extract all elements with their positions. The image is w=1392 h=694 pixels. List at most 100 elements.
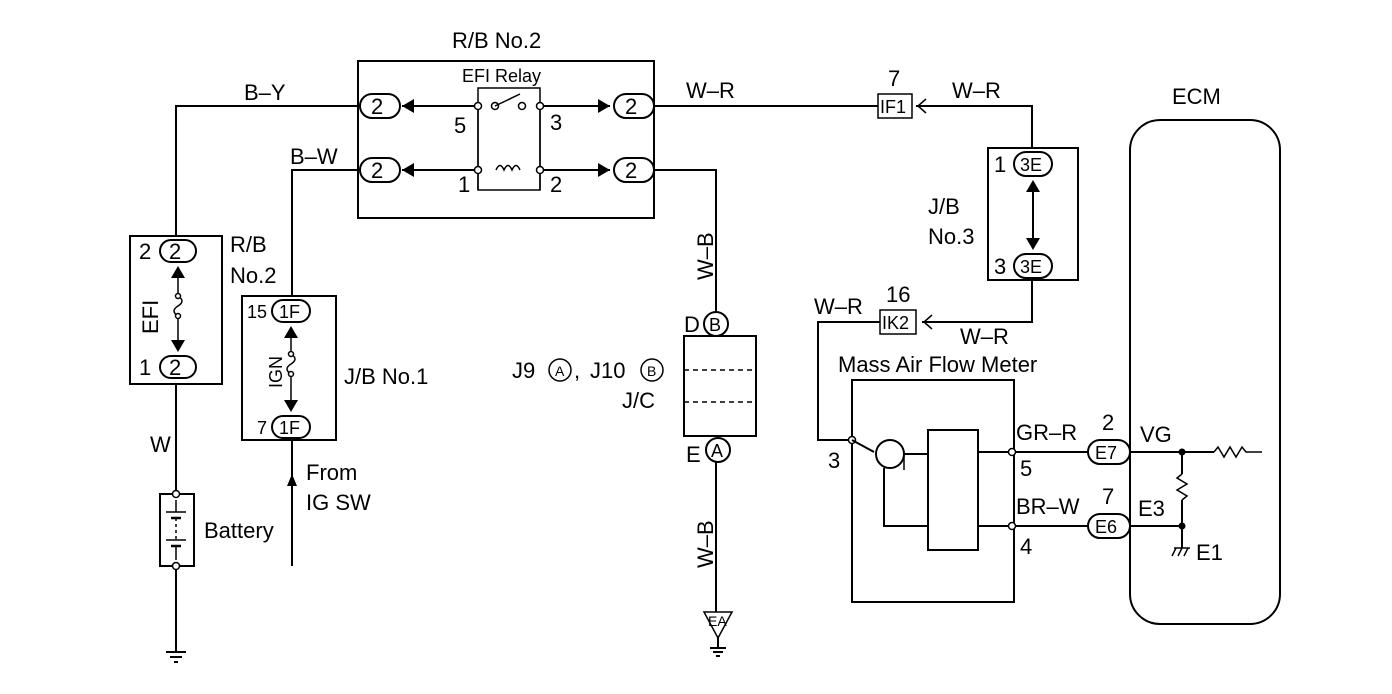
arrow-up-icon (284, 326, 298, 338)
ecm-vg-label: VG (1140, 422, 1172, 447)
svg-text:3E: 3E (1020, 257, 1042, 277)
if1-pin: 7 (888, 66, 900, 91)
rb2-box-title: R/B No.2 (452, 28, 541, 53)
arrow-up-icon (1026, 180, 1040, 192)
jc-j9: J9 (512, 358, 535, 383)
svg-text:2: 2 (625, 158, 637, 183)
arrow-up-icon (287, 474, 297, 486)
wire-label-w-r-if1: W–R (952, 78, 1001, 103)
jc-conn-bottom: A (711, 441, 723, 461)
connector-pill: 2 (159, 355, 197, 380)
jb3-label-2: No.3 (928, 224, 974, 249)
connector-pill: 2 (613, 157, 655, 183)
jb3-block: 3E 3E 1 3 J/B No.3 (928, 147, 1079, 281)
battery-icon (166, 500, 186, 560)
battery: Battery (159, 489, 274, 571)
svg-text:,: , (574, 358, 580, 383)
jc-conn-top: B (709, 315, 721, 335)
arrow-down-icon (1026, 238, 1040, 250)
svg-text:2: 2 (371, 94, 383, 119)
wire-label-w: W (150, 432, 171, 457)
junction-connector: B D A E J9 A , J10 B J/C (512, 311, 757, 467)
efi-fuse-name: EFI (138, 300, 163, 334)
relay-coil-icon (495, 164, 521, 172)
resistor-icon (1175, 473, 1189, 501)
arrow-right-icon (598, 163, 610, 177)
wire-label-b-w: B–W (290, 144, 338, 169)
jc-pin-top: D (684, 312, 700, 337)
ecm-e6: E6 (1095, 517, 1117, 537)
wire-label-w-b: W–B (693, 232, 718, 280)
wire-label-gr-r: GR–R (1016, 420, 1077, 445)
jb1-label: J/B No.1 (344, 364, 428, 389)
fuse-icon (286, 338, 296, 400)
ecm-e1-label: E1 (1196, 540, 1223, 565)
ecm: ECM E7 E6 2 7 VG E3 E1 (1087, 84, 1281, 625)
maf-title: Mass Air Flow Meter (838, 352, 1037, 377)
ecm-e6-pin: 7 (1102, 484, 1114, 509)
chassis-ground-icon (1171, 547, 1190, 557)
wire-label-b-y: B–Y (244, 80, 286, 105)
chevron-left-icon (922, 314, 933, 330)
ecm-e7-pin: 2 (1102, 410, 1114, 435)
ign-pin-bottom: 7 (257, 418, 267, 438)
resistor-icon (1213, 445, 1262, 459)
svg-text:2: 2 (371, 158, 383, 183)
connector-pill: 1F (271, 299, 311, 323)
relay-pin-2: 2 (550, 172, 562, 197)
jc-label: J/C (622, 388, 655, 413)
ik2-pin: 16 (886, 282, 910, 307)
efi-rb-label-2: No.2 (230, 263, 276, 288)
ecm-title: ECM (1172, 84, 1221, 109)
ground-ea-label: EA (708, 613, 727, 629)
connector-pill: 2 (159, 239, 197, 264)
ground-ea-icon: EA (702, 611, 734, 657)
jb3-label: J/B (928, 194, 960, 219)
ig-sw-label: IG SW (306, 490, 371, 515)
connector-pill: 3E (1013, 253, 1053, 279)
connector-if1: IF1 7 (877, 66, 927, 119)
svg-text:2: 2 (169, 355, 181, 380)
efi-pin-top: 2 (139, 239, 151, 264)
ground-icon (166, 651, 186, 663)
arrow-up-icon (171, 266, 185, 278)
ik2-code: IK2 (882, 313, 909, 333)
efi-pin-bottom: 1 (139, 355, 151, 380)
from-ig-sw: From IG SW (287, 460, 371, 515)
jc-pin-bottom: E (686, 442, 701, 467)
arrow-left-icon (402, 163, 414, 177)
jb3-pin-bottom: 3 (994, 254, 1006, 279)
efi-rb-label: R/B (230, 232, 267, 257)
rb2-relay-box: R/B No.2 EFI Relay 2 (357, 28, 655, 219)
connector-pill: E7 (1087, 439, 1131, 465)
connector-pill: 3E (1013, 151, 1053, 177)
efi-relay-title: EFI Relay (462, 66, 541, 86)
maf-pin-5: 5 (1020, 456, 1032, 481)
efi-fuse-block: 2 2 2 1 EFI R/B No.2 (129, 232, 276, 385)
wire-label-w-r-ik2-left: W–R (814, 294, 863, 319)
connector-pill: E6 (1087, 513, 1131, 539)
jc-j10-conn: B (647, 363, 656, 379)
wire-label-w-b-lower: W–B (693, 520, 718, 568)
wiring-lines (175, 105, 1088, 652)
connector-pill: 2 (613, 93, 655, 119)
svg-text:2: 2 (625, 94, 637, 119)
svg-text:2: 2 (169, 239, 181, 264)
jb3-pin-top: 1 (994, 152, 1006, 177)
connector-ik2: IK2 16 (879, 282, 933, 335)
battery-label: Battery (204, 518, 274, 543)
fuse-icon (173, 278, 183, 340)
mass-air-flow-meter: Mass Air Flow Meter 3 5 4 (828, 352, 1037, 603)
svg-text:3E: 3E (1020, 155, 1042, 175)
relay-pin-5: 5 (454, 113, 466, 138)
relay-pin-1: 1 (458, 172, 470, 197)
svg-text:1F: 1F (279, 418, 300, 438)
ign-fuse-block: 1F 1F 15 7 IGN J/B No.1 (241, 295, 428, 441)
ign-pin-top: 15 (247, 302, 267, 322)
ecm-e3-label: E3 (1138, 496, 1165, 521)
relay-pin-3: 3 (550, 110, 562, 135)
chevron-left-icon (916, 98, 927, 114)
connector-pill: 2 (359, 93, 401, 119)
arrow-right-icon (598, 99, 610, 113)
